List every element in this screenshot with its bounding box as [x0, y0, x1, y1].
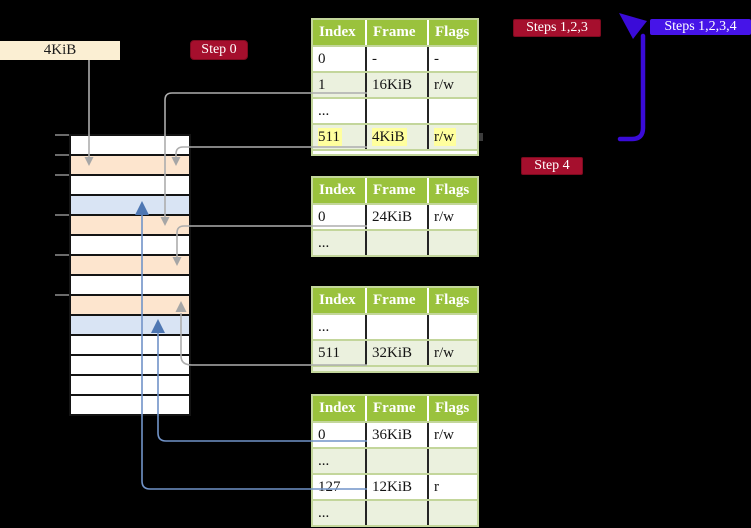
- badge-steps-1234-text: Steps 1,2,3,4: [664, 19, 737, 34]
- memory-frame-row: [69, 314, 191, 334]
- table-row: 0 36KiB r/w: [313, 421, 477, 447]
- column-header: Index: [313, 288, 367, 313]
- page-table-2: Index Frame Flags 0 24KiB r/w ...: [311, 176, 479, 257]
- cell-index: ...: [318, 453, 330, 469]
- column-header: Index: [313, 178, 367, 203]
- cell-frame: 36KiB: [372, 427, 413, 443]
- memory-frame-row: [69, 134, 191, 154]
- memory-frame-row: [69, 234, 191, 254]
- frame-size-label: 4KiB: [0, 41, 120, 60]
- cell-frame: -: [372, 51, 377, 67]
- column-header: Flags: [435, 292, 470, 308]
- memory-frame-row: [69, 154, 191, 174]
- column-header: Frame: [367, 178, 429, 203]
- memory-frame-row: [69, 374, 191, 394]
- page-table-4: Index Frame Flags 0 36KiB r/w ... 127 12…: [311, 394, 479, 527]
- cell-frame: 32KiB: [372, 345, 413, 361]
- recursive-loop-arrowhead: [619, 13, 647, 39]
- cell-frame: 16KiB: [372, 77, 413, 93]
- cell-frame: 4KiB: [372, 129, 405, 145]
- memory-frame-row: [69, 214, 191, 234]
- axis-tick: [55, 134, 69, 136]
- cell-frame: 12KiB: [372, 479, 413, 495]
- cell-index: 127: [318, 479, 341, 495]
- badge-step-4: Step 4: [521, 157, 583, 175]
- page-table-1: Index Frame Flags 0 - - 1 16KiB r/w ... …: [311, 18, 479, 156]
- column-header: Flags: [435, 182, 470, 198]
- cell-index: ...: [318, 103, 330, 119]
- cell-index: ...: [318, 235, 330, 251]
- memory-frame-row: [69, 174, 191, 194]
- axis-tick: [55, 154, 69, 156]
- memory-frame-row: [69, 194, 191, 214]
- recursive-loop-arrow: [617, 33, 646, 142]
- page-table-1-header: Index Frame Flags: [313, 20, 477, 45]
- cell-index: 0: [318, 51, 326, 67]
- cell-frame: 24KiB: [372, 209, 413, 225]
- column-header: Flags: [435, 24, 470, 40]
- cell-flags: r/w: [434, 129, 454, 145]
- memory-frame-row: [69, 294, 191, 314]
- cell-index: 0: [318, 209, 326, 225]
- table-row: 0 - -: [313, 45, 477, 71]
- column-header: Frame: [367, 20, 429, 45]
- table-row: 511 32KiB r/w: [313, 339, 477, 365]
- memory-frame-row: [69, 254, 191, 274]
- cell-flags: -: [434, 51, 439, 67]
- cell-index: 1: [318, 77, 326, 93]
- memory-frame-row: [69, 394, 191, 414]
- badge-steps-123: Steps 1,2,3: [513, 19, 601, 37]
- table-row: 127 12KiB r: [313, 473, 477, 499]
- table-row: 1 16KiB r/w: [313, 71, 477, 97]
- frame-size-label-text: 4KiB: [43, 42, 77, 58]
- physical-memory-stack: [69, 134, 191, 416]
- axis-tick: [55, 254, 69, 256]
- cell-index: 511: [318, 129, 340, 145]
- page-table-2-header: Index Frame Flags: [313, 178, 477, 203]
- cell-index: 511: [318, 345, 340, 361]
- column-header: Index: [313, 20, 367, 45]
- axis-tick: [55, 214, 69, 216]
- table-row: ...: [313, 447, 477, 473]
- page-table-4-header: Index Frame Flags: [313, 396, 477, 421]
- memory-frame-row: [69, 334, 191, 354]
- table-bottom-sliver: [313, 365, 477, 371]
- page-table-3: Index Frame Flags ... 511 32KiB r/w: [311, 286, 479, 373]
- badge-step-0: Step 0: [190, 40, 248, 60]
- cell-flags: r/w: [434, 427, 454, 443]
- badge-steps-123-text: Steps 1,2,3: [526, 20, 588, 35]
- memory-frame-row: [69, 274, 191, 294]
- table-row: 0 24KiB r/w: [313, 203, 477, 229]
- table-row-highlighted: 511 4KiB r/w: [313, 123, 477, 149]
- hidden-arrow-tip-mark: [479, 133, 483, 141]
- axis-tick: [55, 174, 69, 176]
- table-bottom-sliver: [313, 149, 477, 154]
- column-header: Frame: [367, 288, 429, 313]
- column-header: Index: [313, 396, 367, 421]
- cell-flags: r/w: [434, 209, 454, 225]
- cell-index: ...: [318, 319, 330, 335]
- cell-flags: r: [434, 479, 439, 495]
- table-row: ...: [313, 97, 477, 123]
- column-header: Flags: [435, 400, 470, 416]
- cell-flags: r/w: [434, 77, 454, 93]
- column-header: Frame: [367, 396, 429, 421]
- memory-frame-row: [69, 354, 191, 374]
- cell-index: 0: [318, 427, 326, 443]
- table-row: ...: [313, 499, 477, 525]
- badge-steps-1234: Steps 1,2,3,4: [650, 19, 751, 35]
- cell-flags: r/w: [434, 345, 454, 361]
- badge-step-0-text: Step 0: [201, 42, 237, 57]
- badge-step-4-text: Step 4: [534, 158, 570, 173]
- axis-tick: [55, 294, 69, 296]
- table-row: ...: [313, 313, 477, 339]
- table-row: ...: [313, 229, 477, 255]
- cell-index: ...: [318, 505, 330, 521]
- page-table-3-header: Index Frame Flags: [313, 288, 477, 313]
